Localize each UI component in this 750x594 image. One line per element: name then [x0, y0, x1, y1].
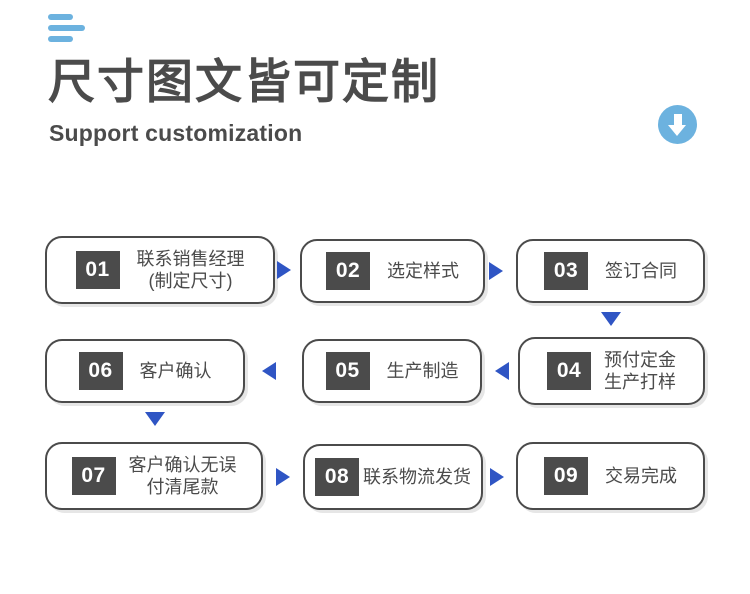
flow-step-06[interactable]: 06 客户确认 — [45, 339, 245, 403]
arrow-down-circle-icon[interactable] — [658, 105, 697, 144]
flow-step-02[interactable]: 02 选定样式 — [300, 239, 485, 303]
flow-step-03-number: 03 — [544, 252, 588, 290]
flow-step-01-number: 01 — [75, 251, 120, 289]
header: 尺寸图文皆可定制 Support customization — [0, 0, 750, 200]
flow-step-04-label: 预付定金 生产打样 — [604, 349, 676, 392]
arrow-03-to-04-icon — [601, 312, 621, 326]
flow-step-06-label: 客户确认 — [139, 360, 212, 381]
flow-step-08[interactable]: 08 联系物流发货 — [303, 444, 483, 510]
flow-step-04-number: 04 — [547, 352, 591, 390]
flow-step-05-label: 生产制造 — [386, 360, 459, 381]
flow-step-08-number: 08 — [315, 458, 359, 496]
flow-step-07-number: 07 — [71, 457, 116, 495]
arrow-down-head — [668, 125, 686, 136]
arrow-08-to-09-icon — [490, 468, 504, 486]
arrow-05-to-06-icon — [262, 362, 276, 380]
flow-step-07[interactable]: 07 客户确认无误 付清尾款 — [45, 442, 263, 510]
flow-step-06-number: 06 — [78, 352, 123, 390]
flow-step-04[interactable]: 04 预付定金 生产打样 — [518, 337, 705, 405]
hamburger-bar-top — [48, 14, 73, 20]
flow-step-02-label: 选定样式 — [387, 260, 459, 281]
flow-step-05-number: 05 — [325, 352, 370, 390]
arrow-07-to-08-icon — [276, 468, 290, 486]
flow-step-05[interactable]: 05 生产制造 — [302, 339, 482, 403]
hamburger-bar-middle — [48, 25, 85, 31]
flow-step-02-number: 02 — [326, 252, 370, 290]
arrow-01-to-02-icon — [277, 261, 291, 279]
flow-step-09[interactable]: 09 交易完成 — [516, 442, 705, 510]
flow-step-07-label: 客户确认无误 付清尾款 — [128, 454, 237, 497]
flow-step-09-label: 交易完成 — [605, 465, 677, 486]
flow-step-09-number: 09 — [544, 457, 588, 495]
flow-step-01-label: 联系销售经理 (制定尺寸) — [136, 248, 245, 291]
arrow-06-to-07-icon — [145, 412, 165, 426]
flow-step-01[interactable]: 01 联系销售经理 (制定尺寸) — [45, 236, 275, 304]
hamburger-icon — [48, 12, 90, 46]
page-subtitle: Support customization — [49, 120, 303, 146]
arrow-02-to-03-icon — [489, 262, 503, 280]
flow-step-08-label: 联系物流发货 — [363, 466, 471, 487]
arrow-down-stem — [673, 114, 682, 127]
page-title: 尺寸图文皆可定制 — [48, 55, 440, 108]
flow-step-03[interactable]: 03 签订合同 — [516, 239, 705, 303]
hamburger-bar-bottom — [48, 36, 73, 42]
arrow-04-to-05-icon — [495, 362, 509, 380]
flow-step-03-label: 签订合同 — [605, 260, 677, 281]
